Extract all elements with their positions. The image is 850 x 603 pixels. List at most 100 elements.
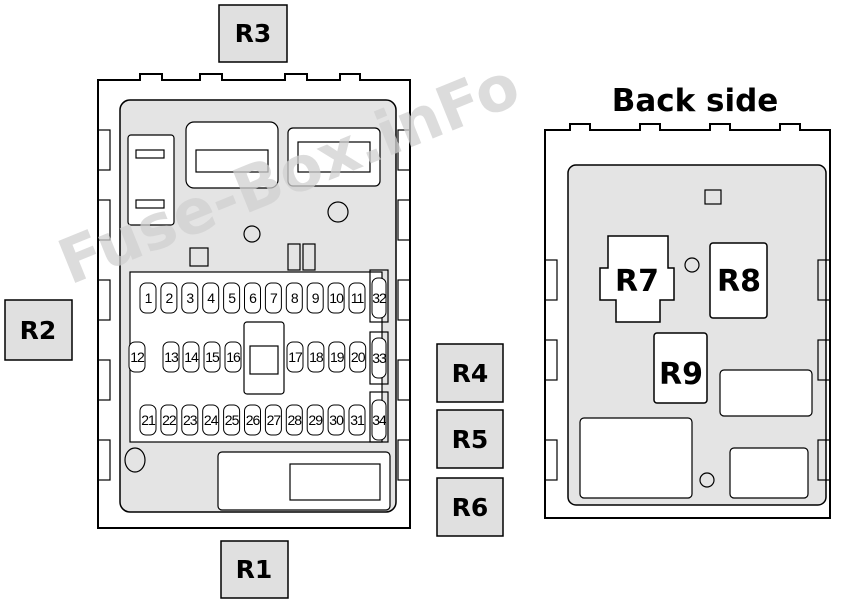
fuse-number: 1: [145, 290, 153, 306]
relay-r9-socket: [653, 332, 708, 404]
fuse-3: 3: [181, 282, 199, 314]
fuse-slot: [264, 404, 282, 436]
relay-r6-label: R6: [452, 493, 489, 522]
relay-r2-label: R2: [20, 316, 57, 345]
fuse-13: 13: [162, 341, 180, 373]
fuse-number: 3: [186, 290, 194, 306]
fuse-2: 2: [160, 282, 178, 314]
fuse-number: 13: [164, 349, 179, 365]
fuse-slot: [264, 282, 282, 314]
back-side-title: Back side: [612, 83, 779, 119]
relay-r6: R6: [436, 477, 504, 537]
fuse-number: 26: [246, 412, 261, 428]
fuse-number: 11: [351, 290, 365, 306]
relay-r2: R2: [4, 299, 73, 361]
fuse-number: 25: [225, 412, 240, 428]
relay-r1-label: R1: [236, 555, 273, 584]
fuse-slot: [328, 341, 346, 373]
relay-r9-label: R9: [659, 357, 703, 392]
fuse-1: 1: [139, 282, 157, 314]
fuse-4: 4: [202, 282, 220, 314]
fuse-number: 7: [270, 290, 278, 306]
fuse-slot: [223, 404, 241, 436]
fuse-number: 32: [372, 290, 387, 306]
fuse-15: 15: [203, 341, 221, 373]
relay-r5-label: R5: [452, 425, 489, 454]
fuse-slot: [202, 404, 220, 436]
fuse-number: 12: [130, 349, 145, 365]
fuse-slot: [162, 341, 180, 373]
fuse-10: 10: [327, 282, 345, 314]
relay-r3: R3: [218, 4, 288, 63]
fuse-slot: [306, 282, 324, 314]
fuse-17: 17: [286, 341, 304, 373]
fuse-slot: [202, 282, 220, 314]
fuse-number: 23: [183, 412, 198, 428]
fuse-slot: [181, 282, 199, 314]
fuse-slot: [139, 404, 157, 436]
fuse-slot: [203, 341, 221, 373]
fuse-number: 17: [288, 349, 303, 365]
relay-r7-socket: [599, 235, 675, 323]
fuse-slot: [128, 341, 146, 373]
fuse-25: 25: [223, 404, 241, 436]
fuse-slot: [182, 341, 200, 373]
fuse-slot: [307, 341, 325, 373]
fuse-number: 28: [288, 412, 303, 428]
fuse-slot: [348, 282, 366, 314]
fuse-number: 34: [372, 412, 387, 428]
fuse-31: 31: [348, 404, 366, 436]
fuse-slot: [224, 341, 242, 373]
fuse-12: 12: [128, 341, 146, 373]
fuse-number: 33: [372, 350, 387, 366]
fuse-5: 5: [223, 282, 241, 314]
fuse-number: 31: [350, 412, 365, 428]
fuse-number: 20: [351, 349, 366, 365]
fuse-7: 7: [264, 282, 282, 314]
fuse-slot: [244, 282, 261, 314]
fuse-number: 21: [141, 412, 156, 428]
fuse-slot: [223, 282, 241, 314]
fuse-34: 34: [371, 399, 388, 441]
fuse-29: 29: [306, 404, 324, 436]
fuse-16: 16: [224, 341, 242, 373]
fuse-number: 15: [205, 349, 220, 365]
fuse-19: 19: [328, 341, 346, 373]
fuse-slot: [244, 404, 261, 436]
relay-r5: R5: [436, 409, 504, 469]
fuse-slot: [371, 399, 387, 441]
fuse-27: 27: [264, 404, 282, 436]
fuse-9: 9: [306, 282, 324, 314]
fuse-slot: [286, 341, 304, 373]
fuse-24: 24: [202, 404, 220, 436]
fuse-slot: [349, 341, 367, 373]
fuse-slot: [348, 404, 366, 436]
fuse-28: 28: [285, 404, 303, 436]
fuse-number: 30: [329, 412, 344, 428]
relay-r8-socket: [709, 242, 768, 319]
fuse-number: 2: [166, 290, 174, 306]
relay-r8-label: R8: [717, 264, 761, 299]
fuse-number: 24: [204, 412, 219, 428]
fuse-number: 27: [267, 412, 282, 428]
fuse-number: 29: [308, 412, 323, 428]
relay-r4: R4: [436, 343, 504, 403]
relay-r7-label: R7: [615, 264, 659, 299]
fuse-23: 23: [181, 404, 199, 436]
fuse-slot: [160, 282, 178, 314]
fuse-20: 20: [349, 341, 367, 373]
fuse-33: 33: [371, 337, 388, 379]
fuse-14: 14: [182, 341, 200, 373]
fuse-number: 19: [330, 349, 345, 365]
back-fuse-box: R7 R8 R9: [544, 123, 831, 519]
fuse-slot: [327, 404, 345, 436]
fuse-slot: [371, 277, 387, 319]
fuse-slot: [327, 282, 345, 314]
fuse-number: 10: [329, 290, 344, 306]
fuse-number: 18: [309, 349, 324, 365]
fuse-26: 26: [244, 404, 261, 436]
fuse-slot: [285, 404, 303, 436]
fuse-18: 18: [307, 341, 325, 373]
fuse-32: 32: [371, 277, 388, 319]
